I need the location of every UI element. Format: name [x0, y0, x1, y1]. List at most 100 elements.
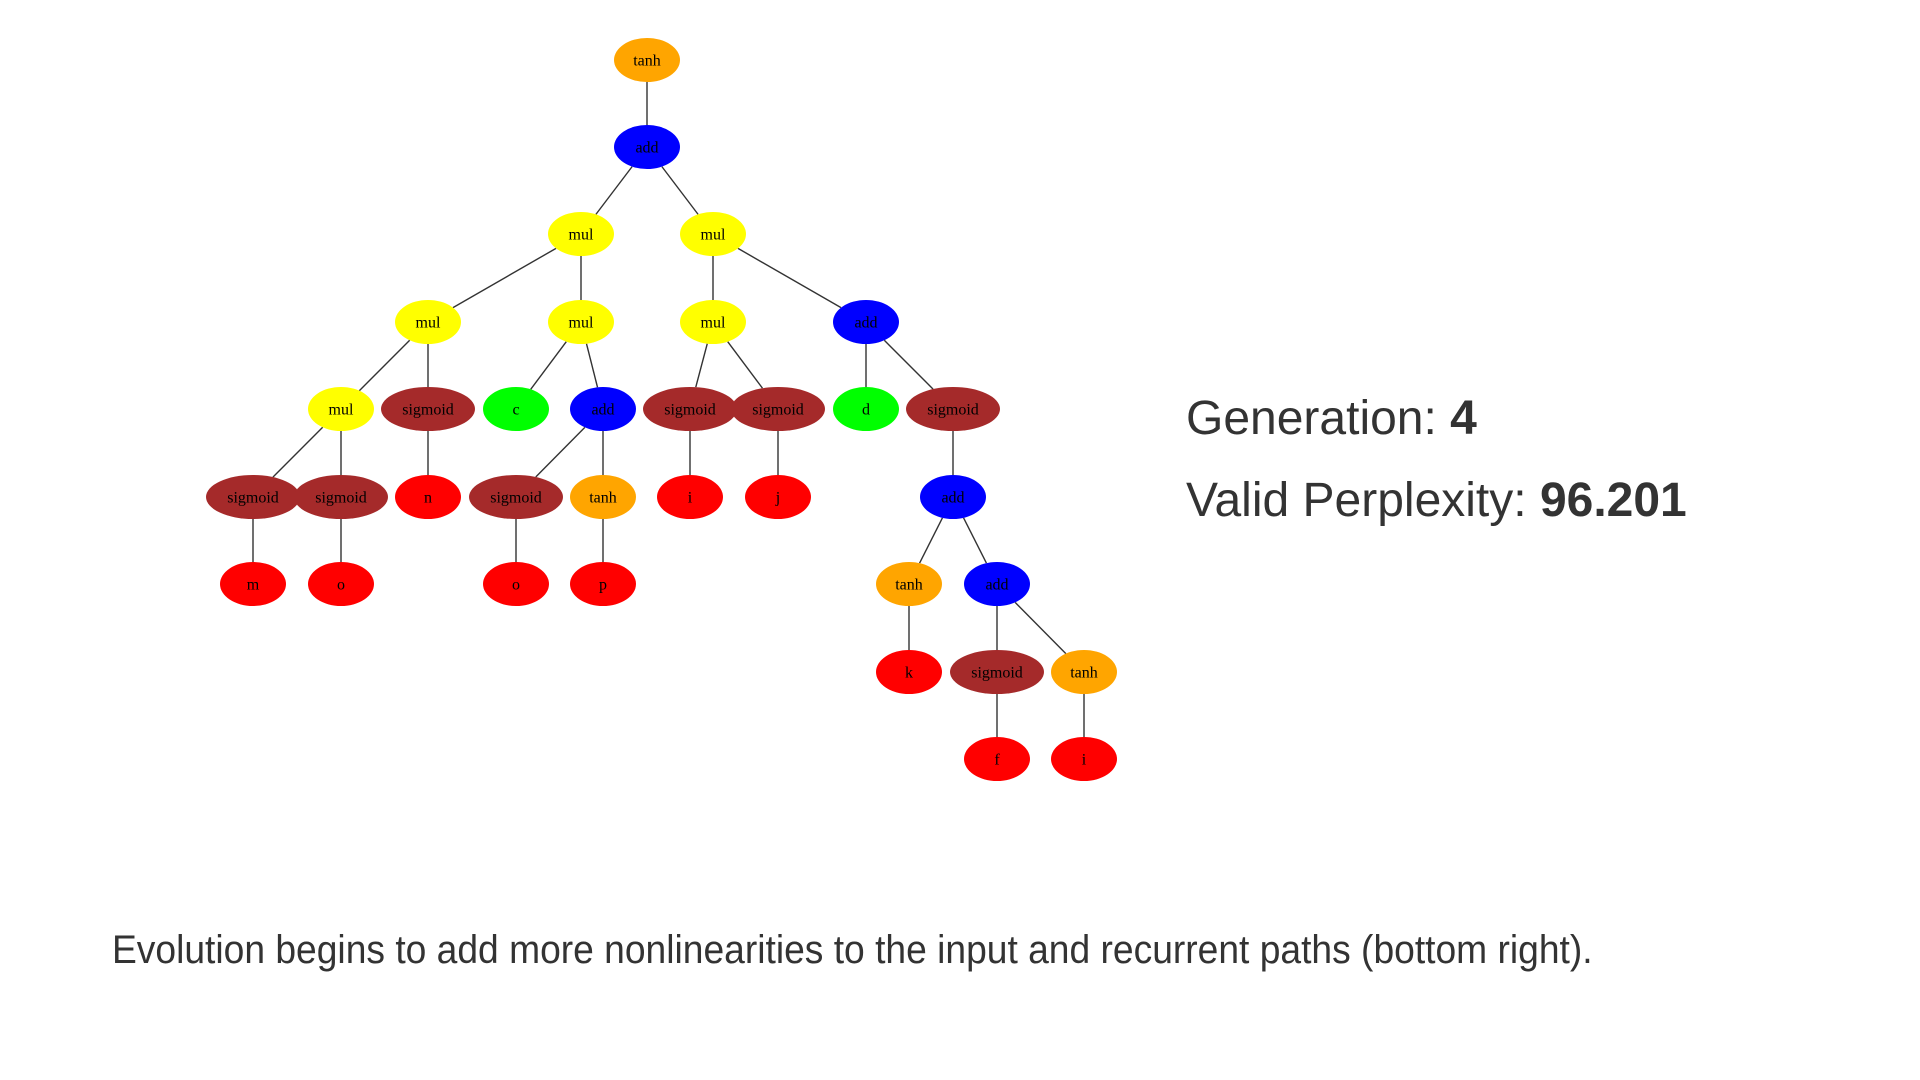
tree-edge — [883, 339, 934, 390]
tree-node-sigmoid: sigmoid — [643, 387, 737, 431]
node-label: i — [688, 490, 693, 507]
node-label: o — [337, 577, 345, 594]
tree-node-mul: mul — [680, 300, 746, 344]
node-label: o — [512, 577, 520, 594]
tree-node-tanh: tanh — [876, 562, 942, 606]
tree-edge — [585, 343, 599, 388]
tree-node-input: k — [876, 650, 942, 694]
node-ellipse — [308, 387, 374, 431]
node-label: n — [424, 490, 432, 507]
tree-node-mul: mul — [680, 212, 746, 256]
node-ellipse — [964, 562, 1030, 606]
tree-node-sigmoid: sigmoid — [381, 387, 475, 431]
node-label: sigmoid — [927, 402, 979, 419]
node-label: sigmoid — [971, 665, 1023, 682]
perplexity-label: Valid Perplexity: — [1186, 474, 1540, 527]
tree-node-input: j — [745, 475, 811, 519]
tree-edge — [695, 343, 708, 388]
node-ellipse — [469, 475, 563, 519]
node-ellipse — [833, 387, 899, 431]
node-ellipse — [657, 475, 723, 519]
tree-node-mul: mul — [548, 300, 614, 344]
node-label: d — [862, 402, 870, 419]
tree-node-input: m — [220, 562, 286, 606]
node-label: mul — [329, 402, 354, 419]
node-ellipse — [614, 125, 680, 169]
tree-edge — [661, 166, 699, 215]
tree-node-input: o — [308, 562, 374, 606]
tree-node-mul: mul — [548, 212, 614, 256]
node-label: j — [775, 490, 780, 507]
node-label: tanh — [895, 577, 923, 594]
node-label: add — [591, 402, 614, 419]
node-ellipse — [381, 387, 475, 431]
generation-label: Generation: — [1186, 392, 1451, 445]
tree-node-add: add — [920, 475, 986, 519]
tree-node-sigmoid: sigmoid — [731, 387, 825, 431]
node-label: tanh — [1070, 665, 1098, 682]
node-ellipse — [731, 387, 825, 431]
tree-node-mul: mul — [308, 387, 374, 431]
tree-node-sigmoid: sigmoid — [206, 475, 300, 519]
node-ellipse — [950, 650, 1044, 694]
tree-node-add: add — [570, 387, 636, 431]
node-label: k — [905, 665, 913, 682]
node-ellipse — [745, 475, 811, 519]
node-label: mul — [701, 227, 726, 244]
tree-edge — [452, 247, 557, 309]
node-ellipse — [570, 387, 636, 431]
node-label: m — [247, 577, 260, 594]
tree-node-tanh: tanh — [570, 475, 636, 519]
node-label: mul — [416, 315, 441, 332]
tree-edge — [595, 166, 633, 215]
tree-node-sigmoid: sigmoid — [294, 475, 388, 519]
node-label: sigmoid — [752, 402, 804, 419]
tree-edge — [918, 517, 944, 564]
node-ellipse — [614, 38, 680, 82]
node-ellipse — [570, 475, 636, 519]
node-ellipse — [548, 212, 614, 256]
node-ellipse — [220, 562, 286, 606]
tree-node-mul: mul — [395, 300, 461, 344]
tree-edge — [272, 426, 324, 478]
node-ellipse — [833, 300, 899, 344]
node-ellipse — [395, 475, 461, 519]
tree-node-input: f — [964, 737, 1030, 781]
tree-node-sigmoid: sigmoid — [906, 387, 1000, 431]
node-ellipse — [1051, 737, 1117, 781]
node-ellipse — [876, 562, 942, 606]
tree-node-add: add — [614, 125, 680, 169]
node-label: tanh — [633, 53, 661, 70]
tree-node-input: p — [570, 562, 636, 606]
tree-edge — [962, 517, 988, 564]
generation-value: 4 — [1450, 392, 1477, 445]
caption: Evolution begins to add more nonlinearit… — [112, 928, 1593, 972]
tree-node-add: add — [833, 300, 899, 344]
node-ellipse — [876, 650, 942, 694]
tree-edge — [535, 426, 586, 478]
node-label: add — [985, 577, 1008, 594]
node-label: mul — [701, 315, 726, 332]
perplexity-value: 96.201 — [1539, 474, 1687, 527]
node-label: mul — [569, 227, 594, 244]
tree-node-tanh: tanh — [614, 38, 680, 82]
tree-node-state: c — [483, 387, 549, 431]
tree-node-sigmoid: sigmoid — [950, 650, 1044, 694]
node-ellipse — [680, 300, 746, 344]
perplexity-line: Valid Perplexity: 96.201 — [1186, 460, 1687, 542]
tree-edge — [358, 339, 411, 392]
tree-node-input: n — [395, 475, 461, 519]
node-ellipse — [643, 387, 737, 431]
node-label: f — [994, 752, 1000, 769]
tree-node-input: o — [483, 562, 549, 606]
node-ellipse — [680, 212, 746, 256]
node-ellipse — [206, 475, 300, 519]
node-ellipse — [1051, 650, 1117, 694]
node-label: i — [1082, 752, 1087, 769]
node-ellipse — [483, 562, 549, 606]
tree-edge — [530, 341, 567, 390]
node-ellipse — [294, 475, 388, 519]
tree-node-input: i — [1051, 737, 1117, 781]
